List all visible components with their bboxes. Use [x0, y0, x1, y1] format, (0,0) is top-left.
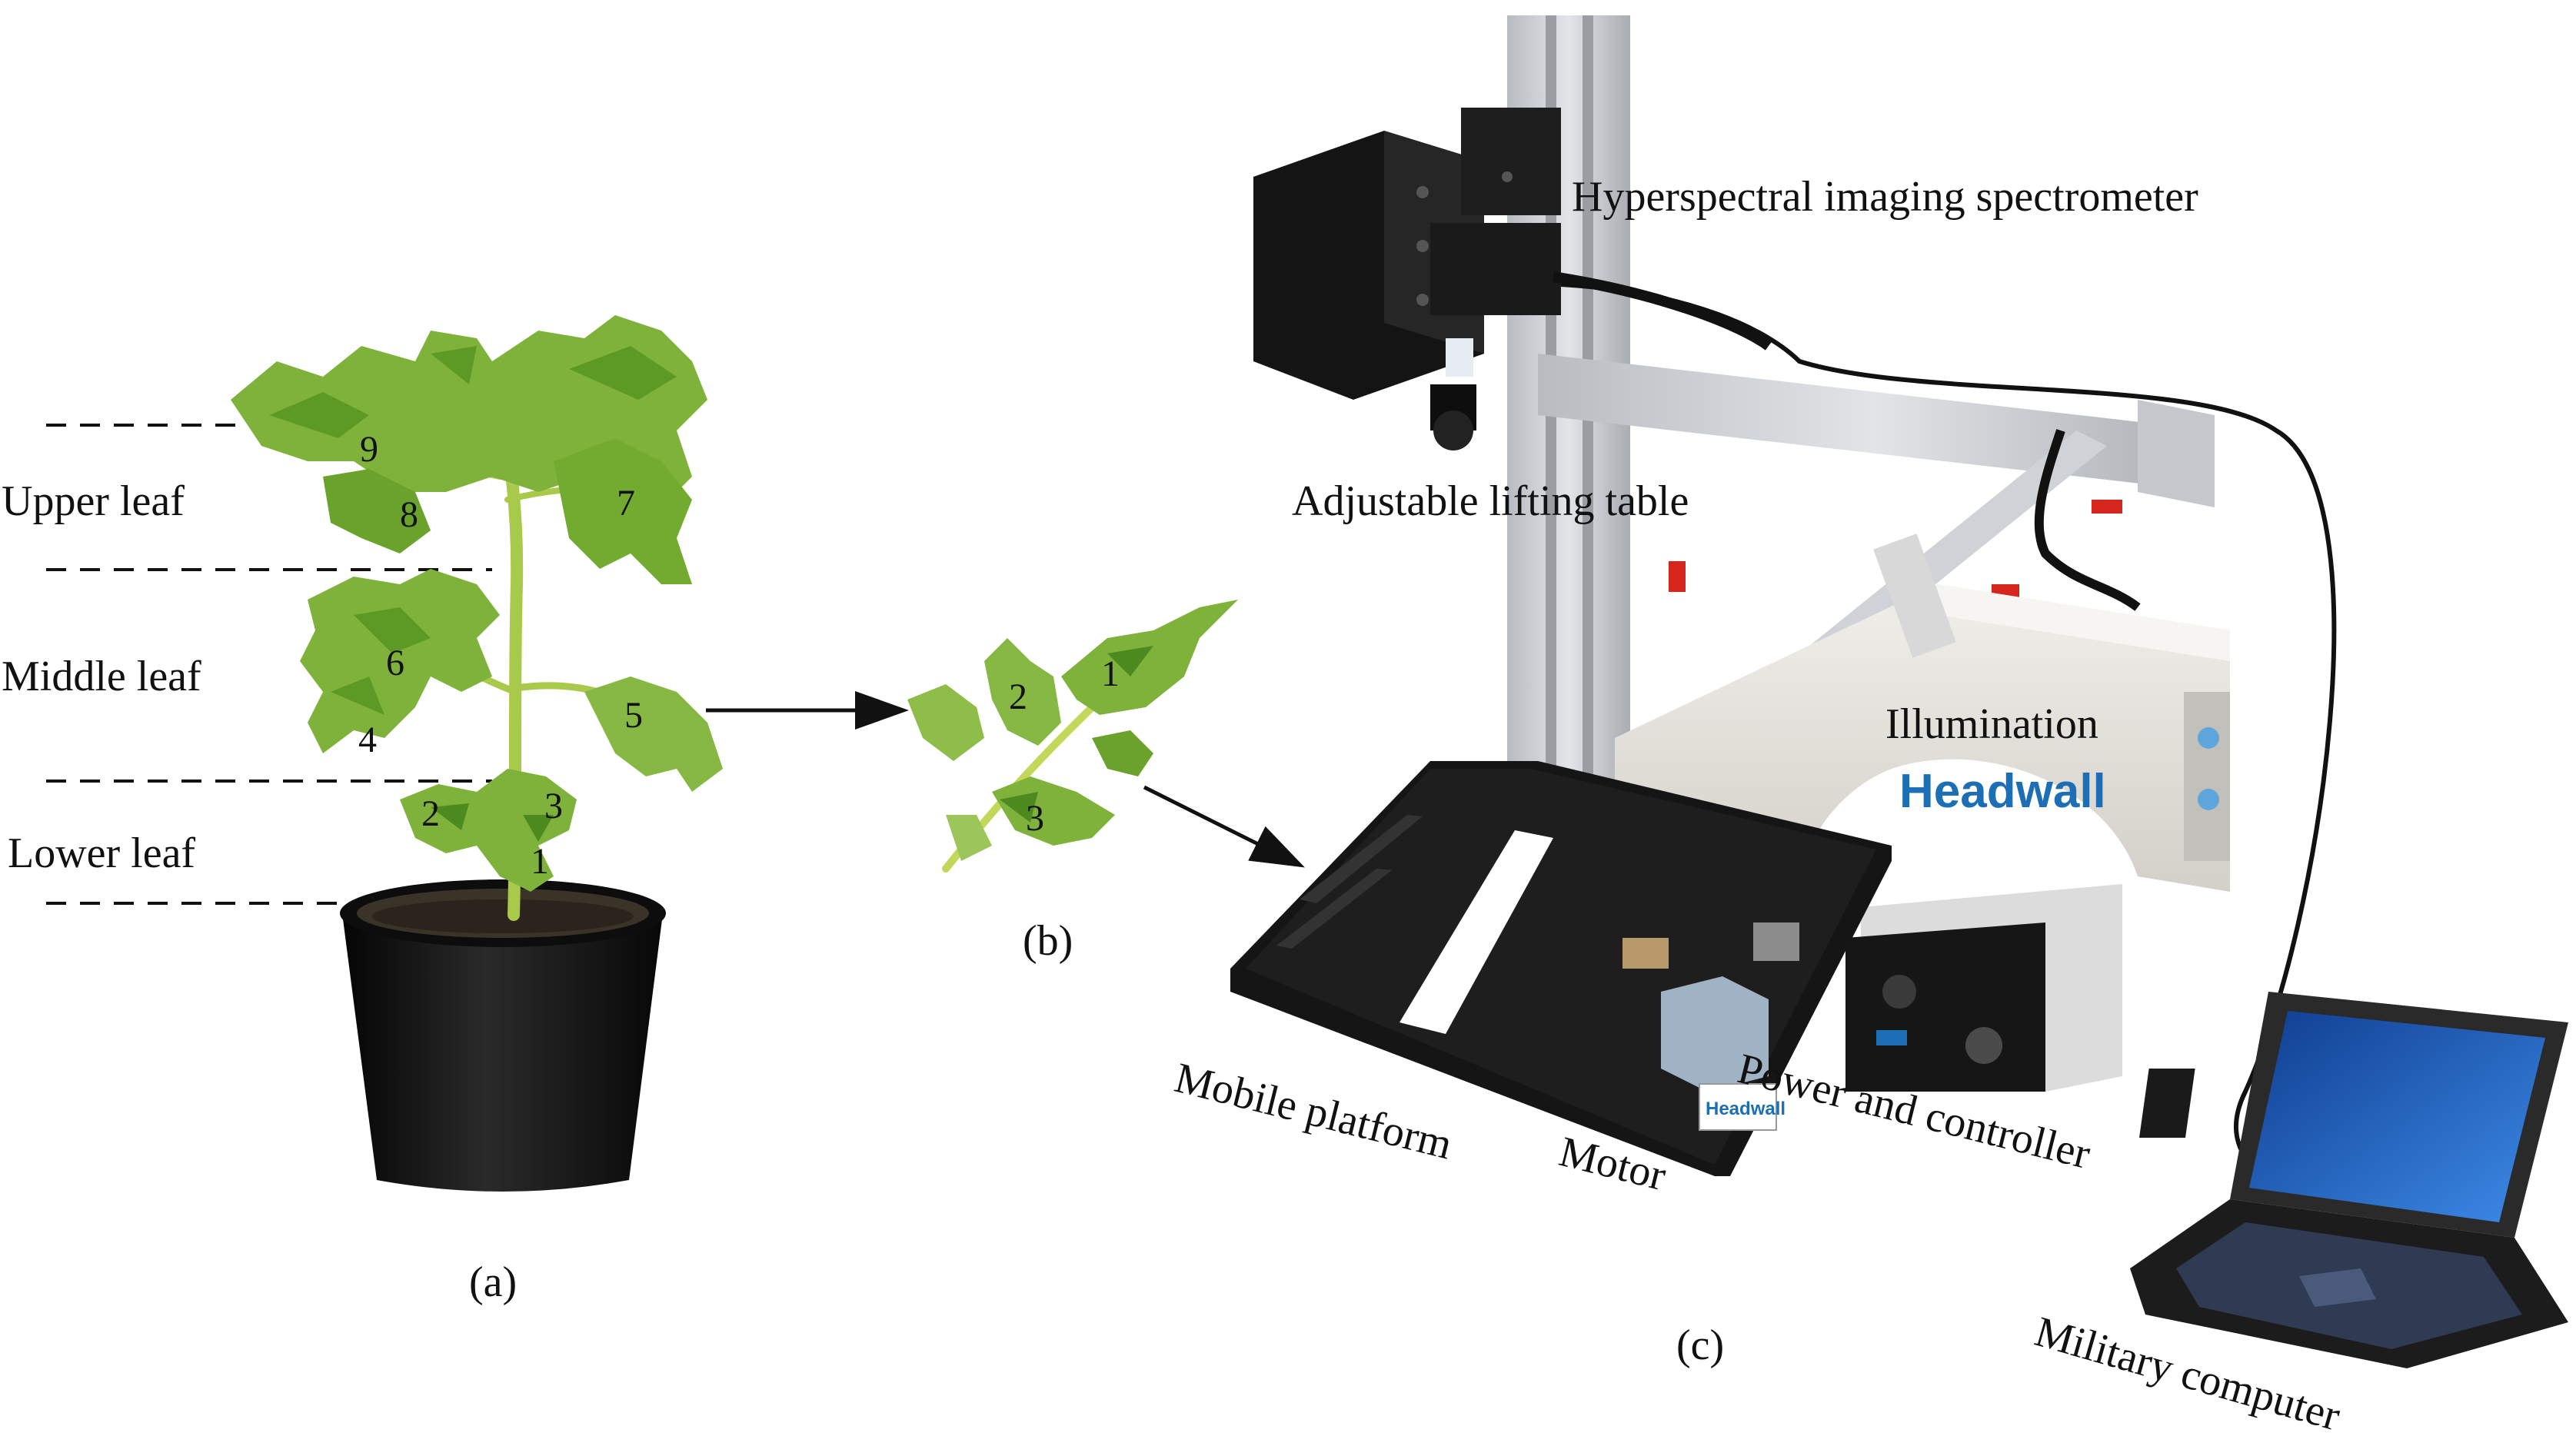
compound-leaf: [907, 600, 1238, 873]
label-illumination: Illumination: [1885, 700, 2098, 748]
panel-label-b: (b): [1023, 917, 1073, 965]
hyperspectral-camera: [1253, 108, 1561, 450]
leaf-number-1: 1: [531, 841, 549, 882]
stage-motor: [1661, 976, 1769, 1092]
panel-label-c: (c): [1676, 1321, 1725, 1369]
leaf-cluster-lower: [400, 769, 577, 892]
clamp-handle-column: [1669, 561, 1686, 592]
leaflet-1: [1061, 600, 1238, 715]
leaflet-lower-left: [907, 684, 984, 761]
leaf-number-3: 3: [544, 786, 563, 826]
plant-pot: [340, 879, 666, 1192]
leaf-number-7: 7: [617, 483, 635, 524]
imaging-system: Headwall Headwall: [1230, 15, 2568, 1368]
clamp-handle-arm: [2092, 500, 2122, 514]
white-reference-panel: [1399, 830, 1553, 1034]
label-lifting-table: Adjustable lifting table: [1292, 477, 1689, 525]
label-middle-leaf: Middle leaf: [2, 653, 201, 700]
plant-panel: 9 8 7 6 5 4 3 2 1: [46, 315, 723, 1192]
leaflet-3: [992, 776, 1115, 846]
housing-brand: Headwall: [1899, 765, 2106, 818]
leaf-number-8: 8: [400, 494, 418, 535]
military-laptop: [2130, 992, 2568, 1368]
leaflet-number-3: 3: [1026, 798, 1044, 839]
leaflet-number-1: 1: [1101, 653, 1120, 694]
laptop-screen: [2249, 1011, 2545, 1222]
leaf-cluster-upper-left: [323, 469, 431, 553]
mobile-platform: Headwall: [1230, 761, 1892, 1176]
arrow-leaf-to-system: [1143, 785, 1305, 868]
data-cable: [1560, 282, 2337, 1186]
leaflet-2: [984, 638, 1061, 746]
leaf-number-5: 5: [624, 695, 643, 736]
leaflet-lower-right: [1092, 730, 1153, 776]
plant-leaves: [231, 315, 723, 892]
leaf-number-9: 9: [360, 429, 378, 470]
leaf-cluster-middle-left: [300, 569, 500, 753]
leaf-cluster-upper-right: [554, 438, 692, 584]
leaflet-number-2: 2: [1009, 676, 1027, 717]
label-upper-leaf: Upper leaf: [2, 477, 185, 525]
leaf-number-2: 2: [421, 793, 440, 834]
power-controller-box: [1845, 884, 2122, 1092]
leaf-number-4: 4: [358, 720, 377, 760]
panel-label-a: (a): [469, 1258, 518, 1306]
leaf-number-6: 6: [386, 643, 404, 683]
label-lower-leaf: Lower leaf: [8, 829, 196, 877]
platform-brand: Headwall: [1706, 1099, 1786, 1119]
leaf-cluster-middle-right: [584, 676, 723, 792]
label-spectrometer: Hyperspectral imaging spectrometer: [1572, 173, 2198, 221]
illumination-unit: Headwall: [1615, 534, 2230, 892]
